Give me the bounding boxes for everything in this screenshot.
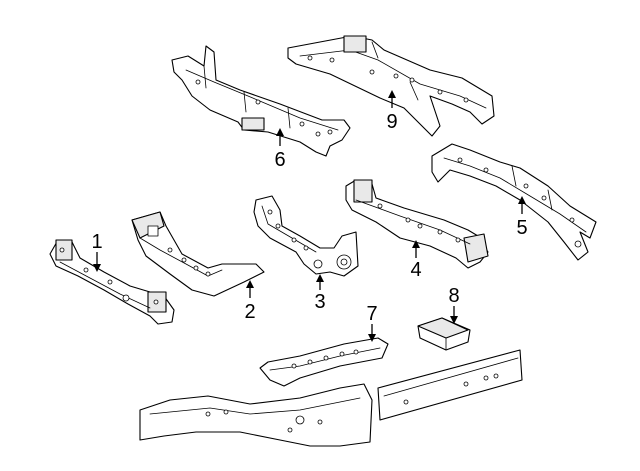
- callout-2: 2: [244, 280, 256, 323]
- part-9-crossmember[interactable]: [287, 35, 495, 137]
- callout-6: 6: [274, 128, 286, 171]
- callout-8-label: 8: [448, 285, 459, 307]
- callout-9-label: 9: [386, 111, 397, 133]
- callout-7-label: 7: [366, 303, 377, 325]
- callout-6-label: 6: [274, 149, 285, 171]
- part-2-crossmember[interactable]: [131, 211, 265, 297]
- part-5-crossmember[interactable]: [431, 143, 597, 261]
- callout-5: 5: [516, 196, 528, 239]
- callout-1-label: 1: [91, 231, 102, 253]
- part-3-bracket[interactable]: [253, 195, 359, 277]
- callout-8: 8: [448, 285, 460, 324]
- callout-9: 9: [386, 90, 398, 133]
- part-1-crossmember[interactable]: [49, 239, 175, 325]
- callout-7: 7: [366, 303, 378, 342]
- callout-4-label: 4: [410, 259, 421, 281]
- callout-5-label: 5: [516, 217, 527, 239]
- callout-2-label: 2: [244, 301, 255, 323]
- part-6-crossmember[interactable]: [171, 45, 351, 157]
- callout-3: 3: [314, 274, 326, 313]
- callout-3-label: 3: [314, 291, 325, 313]
- part-7-reinforcement[interactable]: [259, 337, 389, 387]
- frame-rail: [139, 349, 523, 447]
- callout-1: 1: [91, 231, 103, 272]
- part-8-pad[interactable]: [417, 317, 471, 351]
- callout-4: 4: [410, 240, 422, 281]
- part-4-crossmember[interactable]: [345, 179, 489, 269]
